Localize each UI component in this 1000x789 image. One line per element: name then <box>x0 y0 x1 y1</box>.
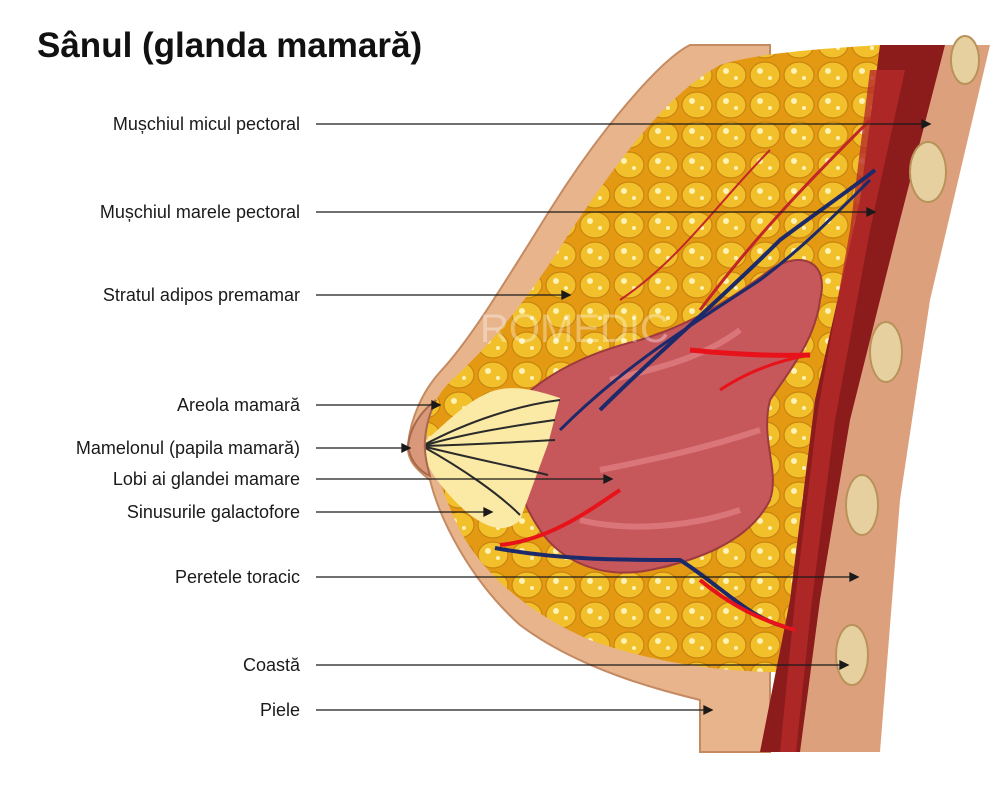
leader-arrowhead <box>849 571 860 583</box>
label-muschiul-micul-pectoral: Mușchiul micul pectoral <box>112 114 300 134</box>
rib <box>909 141 947 203</box>
leader-arrowhead <box>839 659 850 671</box>
chest-wall <box>760 45 990 752</box>
leader-arrowhead <box>483 506 494 518</box>
leader-arrowhead <box>603 473 614 485</box>
blood-vessels <box>494 118 877 632</box>
rib <box>835 624 869 686</box>
rib <box>950 35 980 85</box>
gland-lobes <box>515 259 823 574</box>
label-lobi-glandei-mamare: Lobi ai glandei mamare <box>112 469 300 489</box>
nipple-areola <box>406 399 437 478</box>
leader-arrowhead <box>561 289 572 301</box>
label-coasta: Coastă <box>242 655 300 675</box>
diagram-title: Sânul (glanda mamară) <box>37 26 423 65</box>
leader-arrowhead <box>866 206 877 218</box>
label-mamelonul: Mamelonul (papila mamară) <box>75 438 300 458</box>
rib <box>845 474 879 536</box>
leader-arrowhead <box>703 704 714 716</box>
label-areola-mamara: Areola mamară <box>176 395 300 415</box>
rib <box>869 321 903 383</box>
label-sinusurile-galactofore: Sinusurile galactofore <box>126 502 300 522</box>
lactiferous-ducts <box>420 388 561 529</box>
leader-arrowhead <box>431 399 442 411</box>
label-piele: Piele <box>259 700 300 720</box>
ribs <box>835 35 980 686</box>
leader-arrowhead <box>921 118 932 130</box>
leader-arrowhead <box>401 442 412 454</box>
leader-lines <box>316 118 932 716</box>
label-muschiul-marele-pectoral: Mușchiul marele pectoral <box>99 202 300 222</box>
label-stratul-adipos-premamar: Stratul adipos premamar <box>102 285 300 305</box>
label-peretele-toracic: Peretele toracic <box>174 567 300 587</box>
watermark: ROMEDIC <box>480 307 669 351</box>
